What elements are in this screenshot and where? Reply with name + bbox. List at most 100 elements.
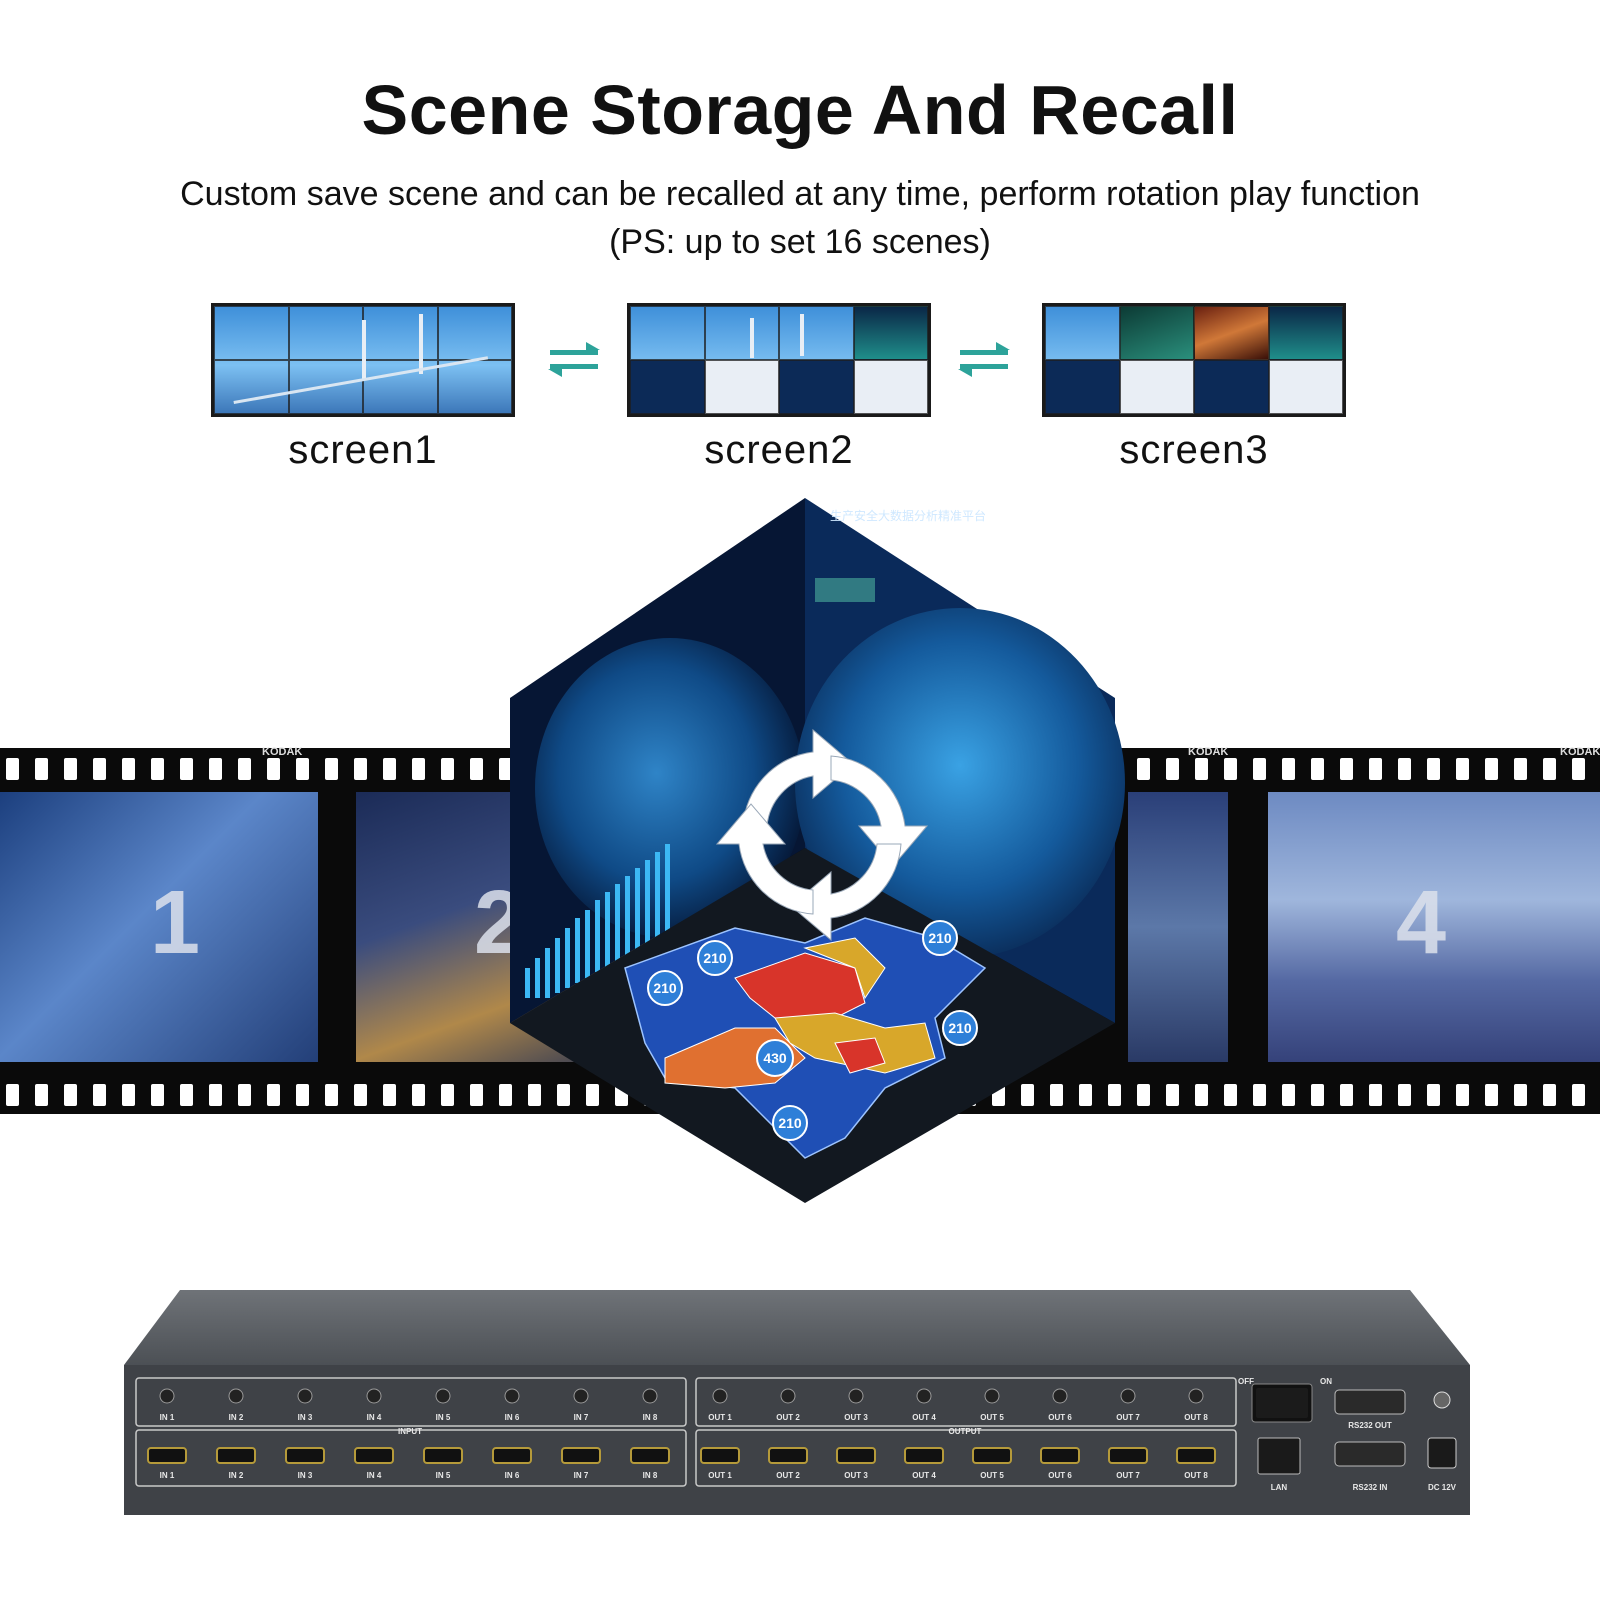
hdmi-in-label: IN 6 (505, 1471, 520, 1480)
film-hole (1340, 1084, 1353, 1106)
hdmi-out-label: OUT 4 (912, 1471, 936, 1480)
ir-in-label: IN 5 (436, 1413, 451, 1422)
film-hole (325, 758, 338, 780)
film-hole (1543, 758, 1556, 780)
film-hole (35, 1084, 48, 1106)
film-hole (441, 1084, 454, 1106)
lan-port (1257, 1437, 1301, 1475)
film-hole (1398, 1084, 1411, 1106)
hdmi-out-label: OUT 6 (1048, 1471, 1072, 1480)
film-hole (151, 758, 164, 780)
scene-wall-2 (627, 303, 931, 417)
film-hole (1485, 758, 1498, 780)
ir-output-row: OUT 1 OUT 2 OUT 3 OUT 4 OUT 5 OUT 6 OUT … (708, 1388, 1208, 1422)
rs232-in-port (1334, 1441, 1406, 1467)
film-hole (1282, 758, 1295, 780)
hdmi-in-label: IN 2 (229, 1471, 244, 1480)
hdmi-in-label: IN 7 (574, 1471, 589, 1480)
ir-in-label: IN 1 (160, 1413, 175, 1422)
hdmi-out-label: OUT 1 (708, 1471, 732, 1480)
device-front (124, 1365, 1470, 1515)
dc-label: DC 12V (1428, 1483, 1457, 1492)
film-hole (1282, 1084, 1295, 1106)
film-hole (1340, 758, 1353, 780)
map-region (803, 937, 886, 1000)
page-subtitle: Custom save scene and can be recalled at… (0, 170, 1600, 266)
film-hole (1427, 758, 1440, 780)
film-hole (1369, 758, 1382, 780)
map-badge: 210 (778, 1115, 802, 1131)
film-hole (1485, 1084, 1498, 1106)
swap-arrows-icon (544, 340, 604, 377)
film-hole (1166, 758, 1179, 780)
film-hole (412, 1084, 425, 1106)
page-title: Scene Storage And Recall (361, 71, 1239, 149)
film-hole (1224, 758, 1237, 780)
film-hole (6, 1084, 19, 1106)
switch-off-label: OFF (1238, 1377, 1254, 1386)
ir-in-label: IN 3 (298, 1413, 313, 1422)
film-hole (557, 1084, 570, 1106)
ground-screw-icon (1433, 1391, 1451, 1409)
cube-top-title: 生产安全大数据分析精准平台 (830, 508, 986, 523)
film-hole (238, 1084, 251, 1106)
film-hole (383, 1084, 396, 1106)
ir-in-label: IN 4 (367, 1413, 382, 1422)
hdmi-in-label: IN 1 (160, 1471, 175, 1480)
scene-label-1: screen1 (288, 428, 438, 472)
film-hole (64, 1084, 77, 1106)
ir-out-label: OUT 1 (708, 1413, 732, 1422)
film-hole (267, 1084, 280, 1106)
dc-power-jack (1427, 1437, 1457, 1469)
hdmi-input-row: IN 1 IN 2 IN 3 IN 4 IN 5 IN 6 IN 7 IN 8 (147, 1447, 670, 1480)
globe-left (535, 638, 805, 938)
ir-out-label: OUT 6 (1048, 1413, 1072, 1422)
film-hole (1311, 1084, 1324, 1106)
film-hole (383, 758, 396, 780)
film-hole (1514, 758, 1527, 780)
hdmi-out-label: OUT 5 (980, 1471, 1004, 1480)
ir-out-label: OUT 5 (980, 1413, 1004, 1422)
film-frame-4: 4 (1268, 792, 1600, 1062)
film-hole (1079, 1084, 1092, 1106)
film-hole (1021, 1084, 1034, 1106)
film-hole (470, 1084, 483, 1106)
film-hole (1253, 1084, 1266, 1106)
film-hole (1195, 1084, 1208, 1106)
matrix-device: INPUT OUTPUT IN 1 IN 2 IN 3 IN 4 IN 5 IN… (124, 1290, 1470, 1515)
film-hole (354, 1084, 367, 1106)
hdmi-in-label: IN 3 (298, 1471, 313, 1480)
film-hole (1369, 1084, 1382, 1106)
film-hole (1514, 1084, 1527, 1106)
film-hole (93, 758, 106, 780)
film-hole (586, 1084, 599, 1106)
rs232-in-label: RS232 IN (1353, 1483, 1388, 1492)
film-hole (1456, 758, 1469, 780)
film-hole (1311, 758, 1324, 780)
input-group-label: INPUT (398, 1427, 422, 1436)
film-hole (267, 758, 280, 780)
film-hole (354, 758, 367, 780)
hdmi-in-label: IN 5 (436, 1471, 451, 1480)
ir-out-label: OUT 3 (844, 1413, 868, 1422)
swap-arrows-icon (954, 340, 1014, 377)
rotation-arrows-icon (715, 728, 929, 942)
film-hole (1137, 758, 1150, 780)
hdmi-out-label: OUT 3 (844, 1471, 868, 1480)
film-hole (499, 1084, 512, 1106)
film-hole (1137, 1084, 1150, 1106)
film-brand: KODAK (1560, 746, 1600, 758)
ir-in-label: IN 2 (229, 1413, 244, 1422)
film-hole (499, 758, 512, 780)
film-hole (528, 1084, 541, 1106)
film-hole (209, 1084, 222, 1106)
film-hole (1050, 1084, 1063, 1106)
film-frame-3 (1128, 792, 1228, 1062)
hdmi-output-row: OUT 1 OUT 2 OUT 3 OUT 4 OUT 5 OUT 6 OUT … (700, 1447, 1216, 1480)
hdmi-in-label: IN 4 (367, 1471, 382, 1480)
ir-out-label: OUT 2 (776, 1413, 800, 1422)
hdmi-out-label: OUT 2 (776, 1471, 800, 1480)
film-hole (64, 758, 77, 780)
hdmi-out-label: OUT 7 (1116, 1471, 1140, 1480)
ir-input-row: IN 1 IN 2 IN 3 IN 4 IN 5 IN 6 IN 7 IN 8 (159, 1388, 658, 1422)
